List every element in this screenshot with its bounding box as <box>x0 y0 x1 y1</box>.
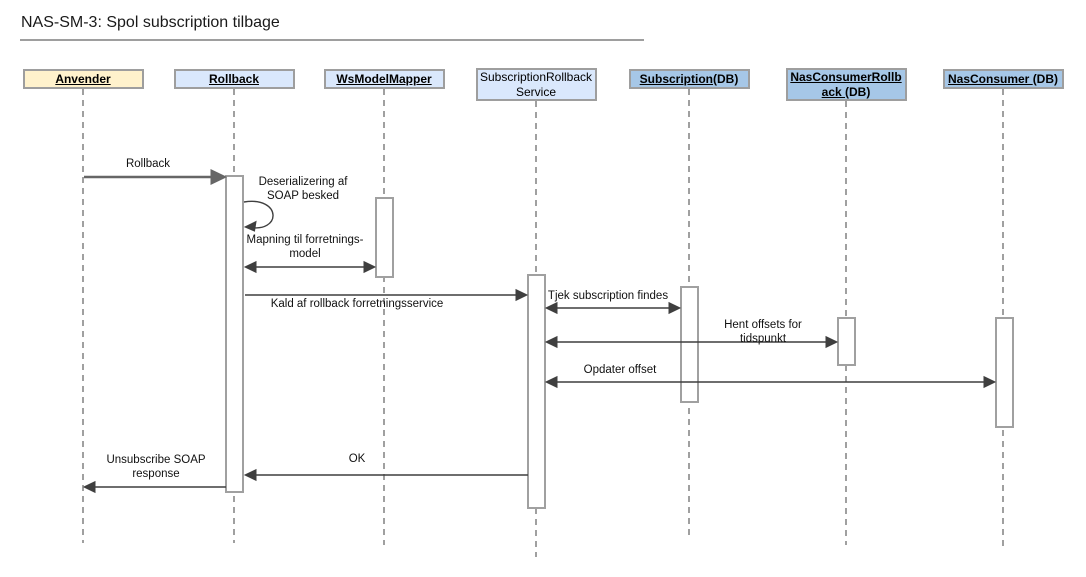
message-arrowhead-mapning <box>363 260 377 274</box>
actor-subscriptiondb: Subscription(DB) <box>628 69 750 89</box>
message-label-tjek: Tjek subscription findes <box>547 290 669 302</box>
message-arrowhead-tjek <box>668 301 682 315</box>
actor-rollback: Rollback <box>173 69 295 89</box>
message-arrowhead-rollback_call <box>210 169 228 185</box>
activation-bar-wsmodelmapper <box>375 197 394 278</box>
message-arrowhead-hent <box>825 335 839 349</box>
actor-anvender: Anvender <box>22 69 144 89</box>
message-self-loop-deserialize <box>243 200 274 229</box>
message-arrowhead-back-hent <box>544 335 558 349</box>
message-arrowhead-ok <box>243 468 257 482</box>
message-label-kald: Kald af rollback forretningsservice <box>270 298 444 310</box>
activation-bar-rollback <box>225 175 244 493</box>
message-label-ok: OK <box>348 453 366 465</box>
actor-wsmodelmapper: WsModelMapper <box>323 69 445 89</box>
message-label-opdater: Opdater offset <box>583 364 657 376</box>
message-arrowhead-kald <box>515 288 529 302</box>
message-arrowhead-back-mapning <box>243 260 257 274</box>
message-arrowhead-back-tjek <box>544 301 558 315</box>
message-arrowhead-unsubscribe <box>82 480 96 494</box>
message-label-mapning: Mapning til forretnings-model <box>246 234 364 260</box>
message-arrowhead-back-opdater <box>544 375 558 389</box>
title-rule <box>20 39 644 41</box>
activation-bar-subscriptiondb <box>680 286 699 403</box>
activation-bar-subscriptionrollbackservice <box>527 274 546 509</box>
message-self-arrowhead-deserialize <box>243 220 257 232</box>
diagram-title: NAS-SM-3: Spol subscription tilbage <box>21 14 280 31</box>
activation-bar-nasconsumerrollbackdb <box>837 317 856 366</box>
message-arrowhead-opdater <box>983 375 997 389</box>
message-label-rollback_call: Rollback <box>125 158 171 170</box>
actor-nasconsumerdb: NasConsumer (DB) <box>942 69 1064 89</box>
activation-bar-nasconsumerdb <box>995 317 1014 428</box>
